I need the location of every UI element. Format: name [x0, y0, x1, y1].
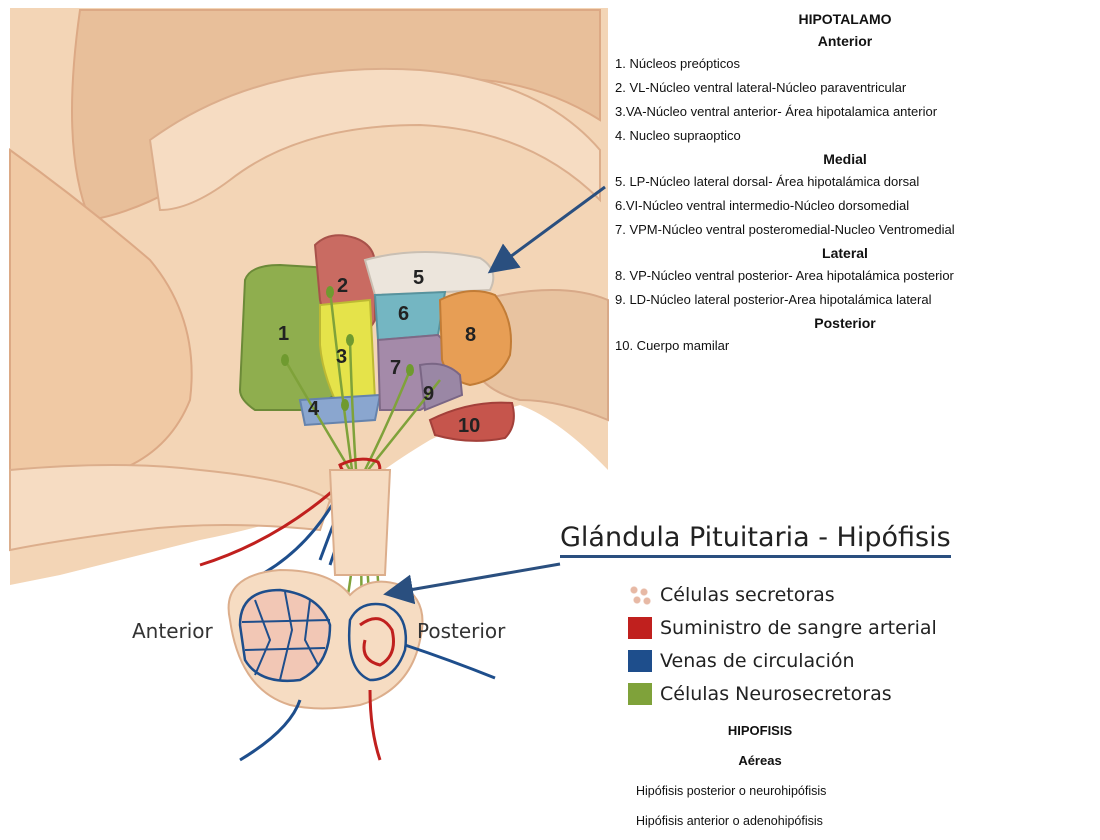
- region-5: [365, 252, 493, 295]
- section-heading: Lateral: [600, 242, 1090, 264]
- hypophysis-title: HIPOFISIS: [600, 716, 920, 746]
- section-heading: Anterior: [600, 30, 1090, 52]
- region-3-label: 3: [336, 346, 347, 368]
- hypophysis-subtitle: Aéreas: [600, 746, 920, 776]
- list-item: 4. Nucleo supraoptico: [600, 124, 1090, 148]
- anterior-lobe-cells: [240, 590, 330, 681]
- region-9-label: 9: [423, 383, 434, 405]
- region-6: [375, 292, 445, 340]
- section-heading: Medial: [600, 148, 1090, 170]
- region-1-label: 1: [278, 323, 289, 345]
- region-4-label: 4: [308, 398, 320, 420]
- legend-item: Células secretoras: [628, 578, 937, 611]
- pituitary-stalk: [330, 470, 390, 575]
- posterior-label: Posterior: [417, 619, 506, 643]
- list-item: Hipófisis posterior o neurohipófisis: [600, 776, 920, 806]
- pituitary-title: Glándula Pituitaria - Hipófisis: [560, 522, 951, 558]
- region-6-label: 6: [398, 303, 409, 325]
- legend-item: Suministro de sangre arterial: [628, 611, 937, 644]
- list-item: 6.VI-Núcleo ventral intermedio-Núcleo do…: [600, 194, 1090, 218]
- list-item: 1. Núcleos preópticos: [600, 52, 1090, 76]
- region-5-label: 5: [413, 267, 424, 289]
- hypothalamus-panel: HIPOTALAMO Anterior 1. Núcleos preóptico…: [600, 8, 1090, 358]
- legend-item: Células Neurosecretoras: [628, 677, 937, 710]
- section-heading: Posterior: [600, 312, 1090, 334]
- list-item: 7. VPM-Núcleo ventral posteromedial-Nucl…: [600, 218, 1090, 242]
- list-item: 9. LD-Núcleo lateral posterior-Area hipo…: [600, 288, 1090, 312]
- legend: Células secretoras Suministro de sangre …: [628, 578, 937, 710]
- legend-label: Células secretoras: [660, 584, 835, 606]
- legend-label: Células Neurosecretoras: [660, 683, 892, 705]
- hypophysis-panel: HIPOFISIS Aéreas Hipófisis posterior o n…: [600, 716, 920, 836]
- region-10-label: 10: [458, 415, 480, 437]
- list-item: 3.VA-Núcleo ventral anterior- Área hipot…: [600, 100, 1090, 124]
- brain-illustration: 1 2 3 4 5 6 7 8 9 10 Anterior Posterior: [0, 0, 610, 840]
- list-item: 2. VL-Núcleo ventral lateral-Núcleo para…: [600, 76, 1090, 100]
- hypothalamus-title: HIPOTALAMO: [600, 8, 1090, 30]
- legend-label: Suministro de sangre arterial: [660, 617, 937, 639]
- legend-label: Venas de circulación: [660, 650, 855, 672]
- list-item: Hipófisis anterior o adenohipófisis: [600, 806, 920, 836]
- region-3: [320, 300, 375, 400]
- anterior-label: Anterior: [132, 619, 214, 643]
- region-7-label: 7: [390, 357, 401, 379]
- list-item: 5. LP-Núcleo lateral dorsal- Área hipota…: [600, 170, 1090, 194]
- region-2-label: 2: [337, 275, 348, 297]
- arterial-swatch: [628, 617, 652, 639]
- neurosecretory-swatch: [628, 683, 652, 705]
- list-item: 10. Cuerpo mamilar: [600, 334, 1090, 358]
- list-item: 8. VP-Núcleo ventral posterior- Area hip…: [600, 264, 1090, 288]
- region-8-label: 8: [465, 324, 476, 346]
- secretory-cells-icon: [628, 584, 652, 606]
- legend-item: Venas de circulación: [628, 644, 937, 677]
- vein-swatch: [628, 650, 652, 672]
